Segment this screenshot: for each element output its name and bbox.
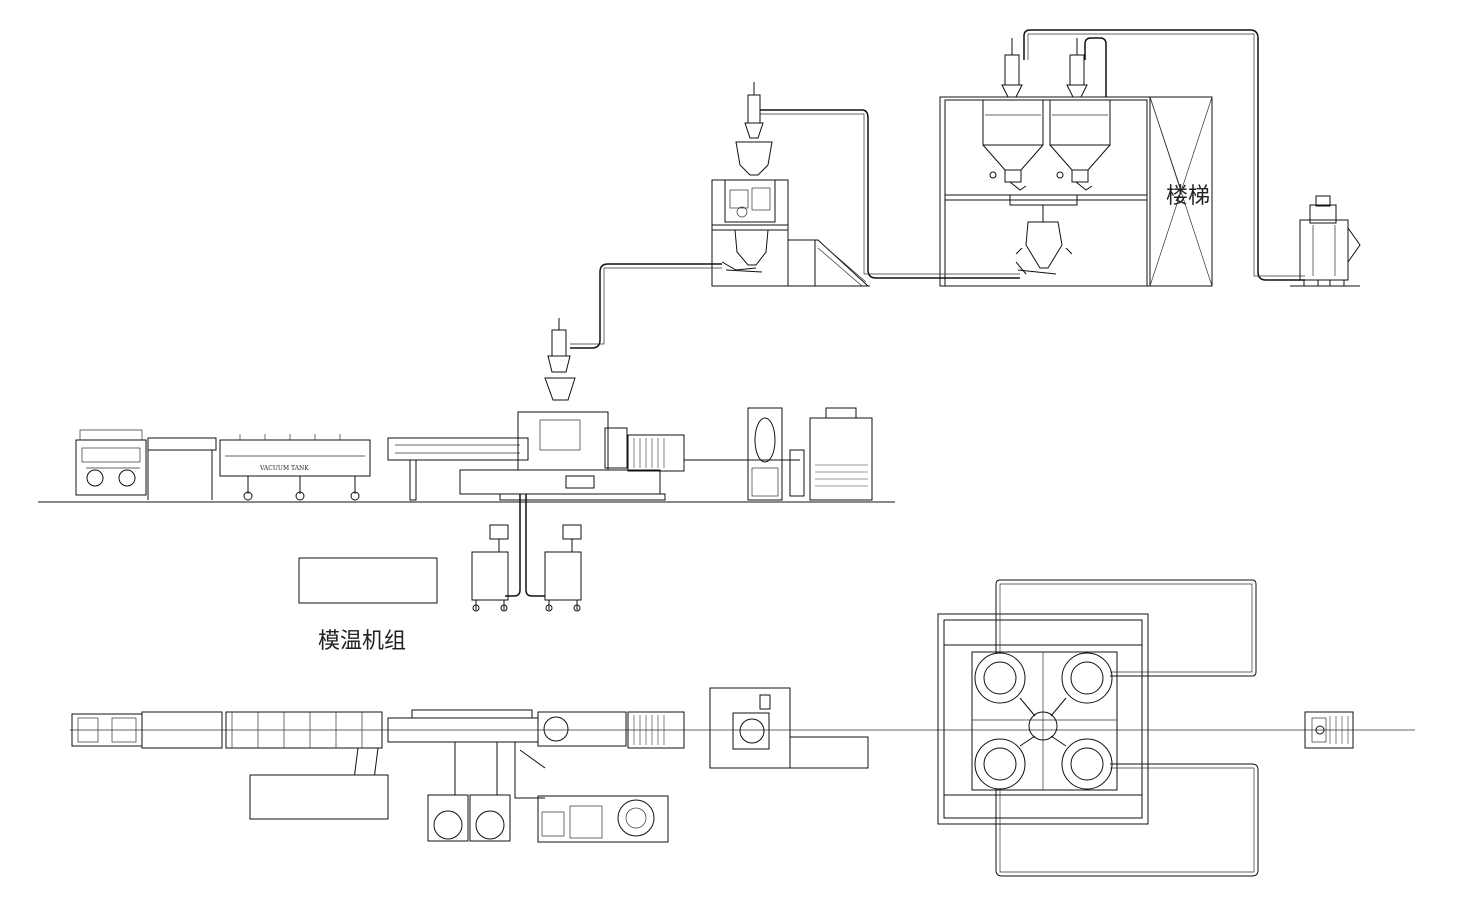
extrusion-line-elevation: VACUUM TANK	[38, 407, 895, 503]
silo-hoppers	[982, 38, 1111, 275]
label-box-3	[789, 736, 869, 769]
label-box-2	[249, 774, 389, 820]
upper-hopper-station	[711, 82, 870, 287]
feed-pipe-to-extruder	[544, 263, 722, 401]
stair-label: 楼梯	[1166, 184, 1210, 209]
svg-text:VACUUM TANK: VACUUM TANK	[259, 465, 309, 472]
right-vacuum-station	[1290, 195, 1361, 287]
label-box-1	[298, 557, 438, 604]
silo-building: 楼梯	[939, 96, 1213, 287]
top-conveying-pipes	[760, 29, 1305, 281]
mold-temp-units	[471, 494, 582, 612]
mold-temp-unit-label: 模温机组	[318, 629, 406, 654]
plan-view-line	[70, 579, 1415, 877]
